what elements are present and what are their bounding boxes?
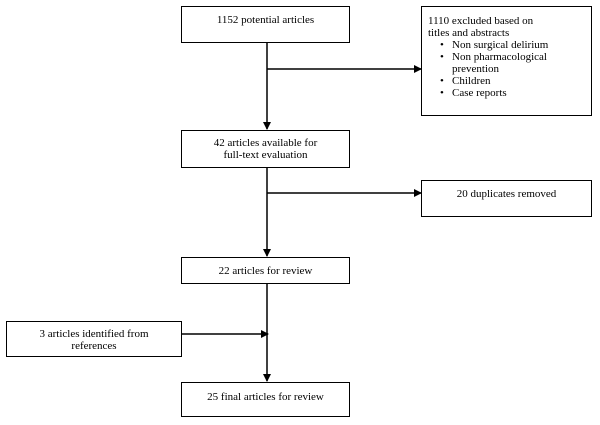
excluded-reason-line: Non surgical delirium xyxy=(452,39,549,51)
excluded-reason-line: Children xyxy=(452,75,491,87)
box-duplicates-removed: 20 duplicates removed xyxy=(421,180,592,217)
excluded-reason-item: Children xyxy=(428,75,587,87)
excluded-reason-item: Non pharmacological prevention xyxy=(428,51,587,75)
excluded-title-line-2: titles and abstracts xyxy=(428,27,510,39)
box-potential-articles-line-1: 1152 potential articles xyxy=(216,14,315,26)
box-fulltext-evaluation: 42 articles available for full-text eval… xyxy=(181,130,350,168)
box-final-line-1: 25 final articles for review xyxy=(207,391,324,403)
box-excluded-screening: 1110 excluded based on titles and abstra… xyxy=(421,6,592,116)
box-references-line-1: 3 articles identified from xyxy=(39,328,149,340)
box-fulltext-line-2: full-text evaluation xyxy=(223,149,308,161)
box-articles-for-review: 22 articles for review xyxy=(181,257,350,284)
box-references-line-2: references xyxy=(71,340,117,352)
box-potential-articles: 1152 potential articles xyxy=(181,6,350,43)
excluded-reason-line: Case reports xyxy=(452,87,507,99)
excluded-title-line-1: 1110 excluded based on xyxy=(428,15,534,27)
box-review-line-1: 22 articles for review xyxy=(218,265,313,277)
excluded-reason-item: Case reports xyxy=(428,87,587,99)
box-duplicates-line-1: 20 duplicates removed xyxy=(456,188,557,200)
excluded-reasons-list: Non surgical delirium Non pharmacologica… xyxy=(428,39,587,99)
excluded-reason-item: Non surgical delirium xyxy=(428,39,587,51)
excluded-reason-line: Non pharmacological xyxy=(452,51,547,63)
box-final-articles: 25 final articles for review xyxy=(181,382,350,417)
box-references-identified: 3 articles identified from references xyxy=(6,321,182,357)
box-fulltext-line-1: 42 articles available for xyxy=(213,137,318,149)
excluded-reason-line: prevention xyxy=(452,63,500,75)
